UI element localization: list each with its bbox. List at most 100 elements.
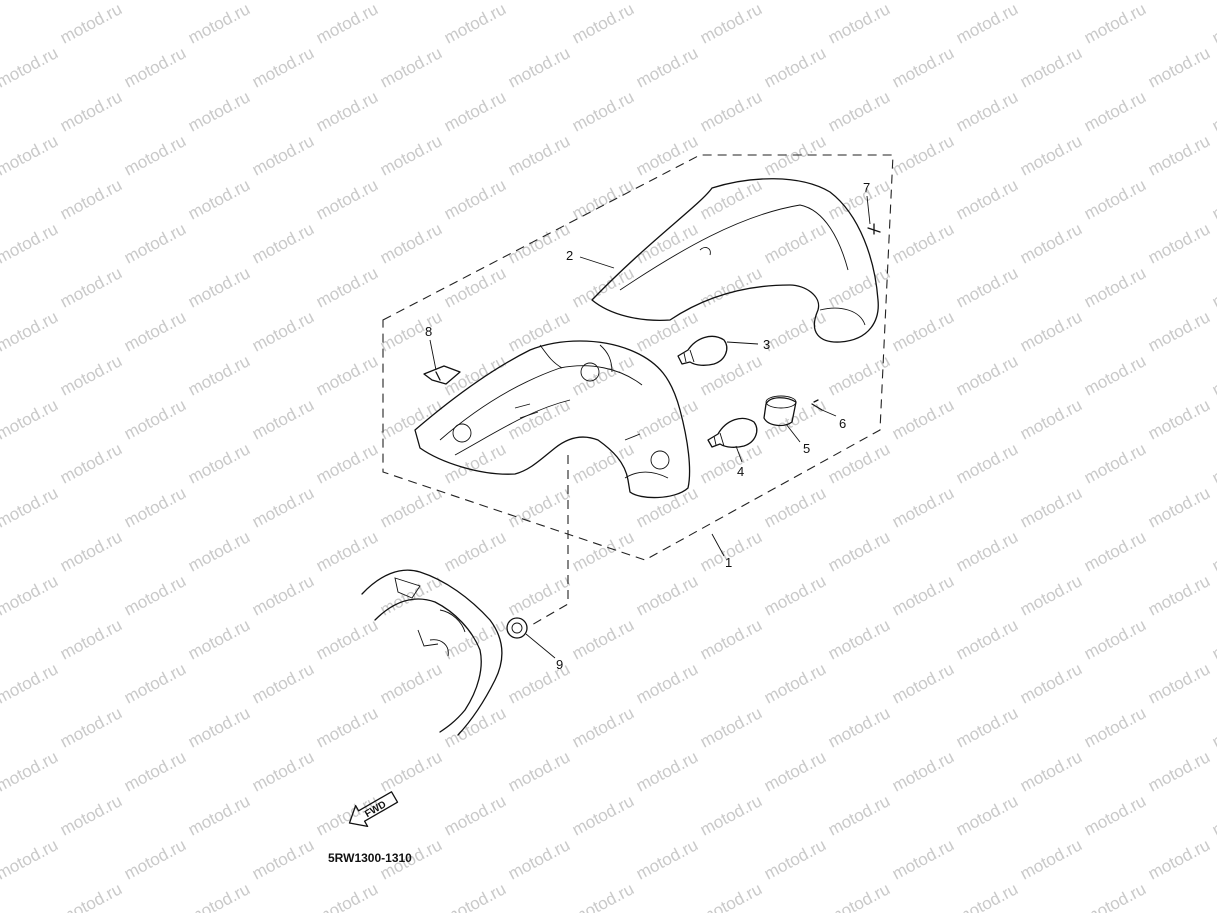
watermark-text: motod.ru xyxy=(441,791,509,839)
watermark-text: motod.ru xyxy=(761,747,829,795)
watermark-text: motod.ru xyxy=(249,659,317,707)
socket-cover-part xyxy=(763,395,797,427)
watermark-text: motod.ru xyxy=(1209,615,1217,663)
watermark-text: motod.ru xyxy=(889,659,957,707)
watermark-text: motod.ru xyxy=(1017,835,1085,883)
watermark-text: motod.ru xyxy=(377,0,445,4)
watermark-text: motod.ru xyxy=(185,527,253,575)
watermark-text: motod.ru xyxy=(185,87,253,135)
watermark-text: motod.ru xyxy=(505,43,573,91)
watermark-text: motod.ru xyxy=(633,659,701,707)
watermark-text: motod.ru xyxy=(185,615,253,663)
watermark-text: motod.ru xyxy=(633,0,701,4)
watermark-text: motod.ru xyxy=(377,307,445,355)
watermark-text: motod.ru xyxy=(825,527,893,575)
watermark-text: motod.ru xyxy=(57,439,125,487)
watermark-text: motod.ru xyxy=(889,219,957,267)
watermark-text: motod.ru xyxy=(313,615,381,663)
watermark-text: motod.ru xyxy=(953,351,1021,399)
watermark-text: motod.ru xyxy=(313,87,381,135)
watermark-text: motod.ru xyxy=(121,0,189,4)
watermark-text: motod.ru xyxy=(569,439,637,487)
watermark-text: motod.ru xyxy=(313,175,381,223)
watermark-text: motod.ru xyxy=(1081,0,1149,48)
watermark-text: motod.ru xyxy=(249,131,317,179)
watermark-text: motod.ru xyxy=(313,0,381,48)
watermark-text: motod.ru xyxy=(57,175,125,223)
callout-4: 4 xyxy=(737,464,744,479)
watermark-text: motod.ru xyxy=(377,43,445,91)
callout-1: 1 xyxy=(725,555,732,570)
watermark-text: motod.ru xyxy=(953,615,1021,663)
clip-part xyxy=(423,365,461,385)
watermark-text: motod.ru xyxy=(441,703,509,751)
watermark-text: motod.ru xyxy=(1145,571,1213,619)
watermark-text: motod.ru xyxy=(1081,879,1149,913)
watermark-text: motod.ru xyxy=(1209,351,1217,399)
watermark-text: motod.ru xyxy=(1017,131,1085,179)
watermark-text: motod.ru xyxy=(825,879,893,913)
callout-2: 2 xyxy=(566,248,573,263)
callout-9: 9 xyxy=(556,657,563,672)
screw-part-7 xyxy=(867,223,881,235)
watermark-text: motod.ru xyxy=(889,307,957,355)
watermark-text: motod.ru xyxy=(633,571,701,619)
watermark-text: motod.ru xyxy=(1145,131,1213,179)
watermark-text: motod.ru xyxy=(1081,439,1149,487)
watermark-text: motod.ru xyxy=(1081,351,1149,399)
watermark-text: motod.ru xyxy=(313,439,381,487)
watermark-text: motod.ru xyxy=(697,703,765,751)
watermark-text: motod.ru xyxy=(121,395,189,443)
watermark-text: motod.ru xyxy=(249,747,317,795)
watermark-text: motod.ru xyxy=(761,835,829,883)
watermark-text: motod.ru xyxy=(953,879,1021,913)
watermark-text: motod.ru xyxy=(1017,483,1085,531)
watermark-text: motod.ru xyxy=(697,615,765,663)
watermark-text: motod.ru xyxy=(1017,571,1085,619)
watermark-text: motod.ru xyxy=(825,87,893,135)
watermark-text: motod.ru xyxy=(0,483,61,531)
watermark-text: motod.ru xyxy=(1081,703,1149,751)
watermark-text: motod.ru xyxy=(0,219,61,267)
watermark-text: motod.ru xyxy=(441,87,509,135)
callout-6: 6 xyxy=(839,416,846,431)
watermark-text: motod.ru xyxy=(249,307,317,355)
frame-part xyxy=(361,569,503,736)
watermark-text: motod.ru xyxy=(633,43,701,91)
watermark-text: motod.ru xyxy=(0,571,61,619)
grommet-connector xyxy=(529,455,569,627)
watermark-text: motod.ru xyxy=(1145,835,1213,883)
watermark-text: motod.ru xyxy=(825,703,893,751)
watermark-text: motod.ru xyxy=(1017,219,1085,267)
watermark-text: motod.ru xyxy=(377,395,445,443)
watermark-text: motod.ru xyxy=(697,0,765,48)
watermark-text: motod.ru xyxy=(569,263,637,311)
watermark-text: motod.ru xyxy=(569,879,637,913)
callout-8: 8 xyxy=(425,324,432,339)
watermark-text: motod.ru xyxy=(1209,263,1217,311)
watermark-text: motod.ru xyxy=(121,219,189,267)
watermark-text: motod.ru xyxy=(889,0,957,4)
watermark-text: motod.ru xyxy=(313,263,381,311)
watermark-text: motod.ru xyxy=(569,703,637,751)
watermark-text: motod.ru xyxy=(953,0,1021,48)
watermark-text: motod.ru xyxy=(0,659,61,707)
watermark-text: motod.ru xyxy=(633,483,701,531)
watermark-text: motod.ru xyxy=(1209,791,1217,839)
watermark-text: motod.ru xyxy=(697,439,765,487)
watermark-text: motod.ru xyxy=(569,615,637,663)
bulb-part-4 xyxy=(707,417,758,448)
watermark-text: motod.ru xyxy=(505,835,573,883)
watermark-text: motod.ru xyxy=(761,0,829,4)
watermark-text: motod.ru xyxy=(377,747,445,795)
watermark-text: motod.ru xyxy=(889,395,957,443)
callout-5: 5 xyxy=(803,441,810,456)
watermark-text: motod.ru xyxy=(761,43,829,91)
watermark-text: motod.ru xyxy=(1017,0,1085,4)
watermark-text: motod.ru xyxy=(121,131,189,179)
callout-labels: 1 2 3 4 5 6 7 8 9 xyxy=(425,180,870,672)
watermark-text: motod.ru xyxy=(1145,659,1213,707)
watermark-text: motod.ru xyxy=(185,263,253,311)
watermark-text: motod.ru xyxy=(1209,439,1217,487)
